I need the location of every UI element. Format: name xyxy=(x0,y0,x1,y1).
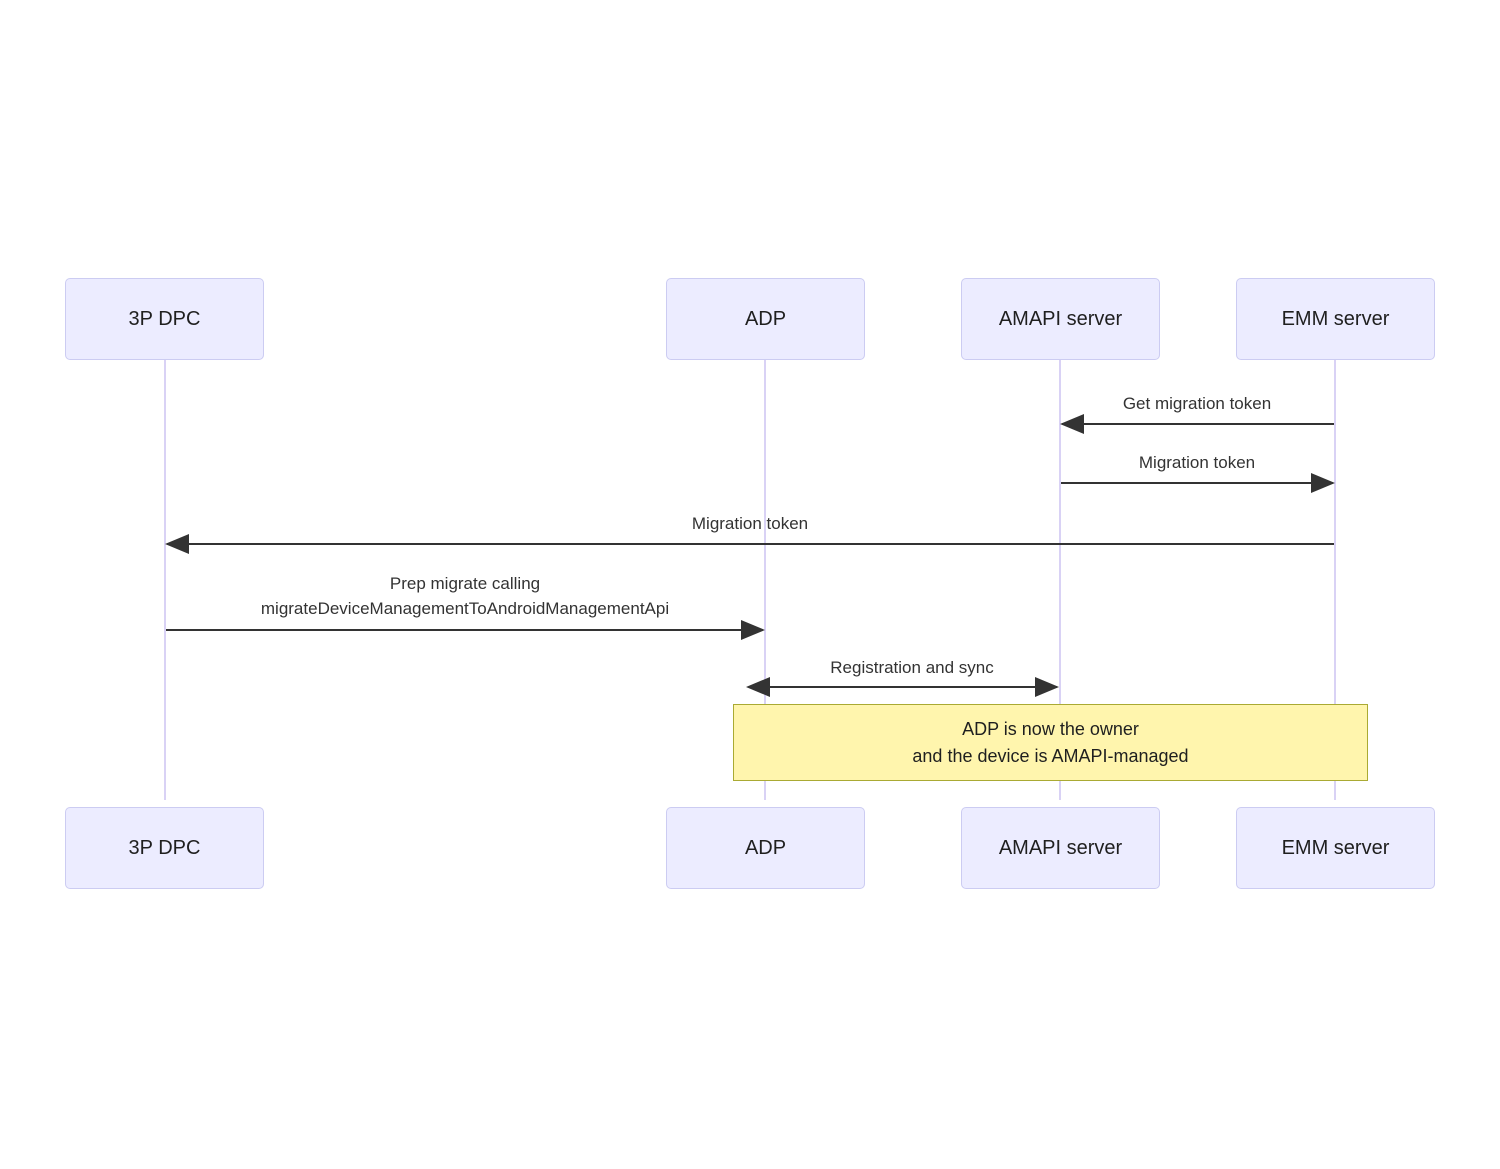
participant-adp-bottom[interactable]: ADP xyxy=(666,807,865,889)
message-label-migration-token-amapi-emm: Migration token xyxy=(1138,453,1256,472)
participant-adp-top[interactable]: ADP xyxy=(666,278,865,360)
participant-label: 3P DPC xyxy=(128,308,201,330)
participant-label: ADP xyxy=(744,837,787,859)
message-label-line: Prep migrate calling xyxy=(389,574,541,593)
participant-amapi-bottom[interactable]: AMAPI server xyxy=(961,807,1160,889)
message-label-migration-token-emm-dpc: Migration token xyxy=(691,514,809,533)
note-line: and the device is AMAPI-managed xyxy=(912,745,1189,766)
participant-label: EMM server xyxy=(1281,308,1390,330)
message-label-get-migration-token: Get migration token xyxy=(1122,394,1272,413)
note-line: ADP is now the owner xyxy=(962,719,1139,740)
note-adp-owner: ADP is now the owner and the device is A… xyxy=(733,704,1368,781)
participant-label: AMAPI server xyxy=(998,308,1123,330)
participant-emm-top[interactable]: EMM server xyxy=(1236,278,1435,360)
message-label-prep-migrate: Prep migrate calling migrateDeviceManage… xyxy=(261,572,669,621)
participant-label: 3P DPC xyxy=(128,837,201,859)
participant-label: AMAPI server xyxy=(998,837,1123,859)
participant-dpc-top[interactable]: 3P DPC xyxy=(65,278,264,360)
lifeline-emm xyxy=(1334,360,1336,800)
message-label-line: migrateDeviceManagementToAndroidManageme… xyxy=(260,598,670,618)
message-label-registration-and-sync: Registration and sync xyxy=(830,658,994,677)
participant-label: ADP xyxy=(744,308,787,330)
participant-dpc-bottom[interactable]: 3P DPC xyxy=(65,807,264,889)
participant-amapi-top[interactable]: AMAPI server xyxy=(961,278,1160,360)
participant-label: EMM server xyxy=(1281,837,1390,859)
lifeline-adp xyxy=(764,360,766,800)
participant-emm-bottom[interactable]: EMM server xyxy=(1236,807,1435,889)
lifeline-dpc xyxy=(164,360,166,800)
lifeline-amapi xyxy=(1059,360,1061,800)
